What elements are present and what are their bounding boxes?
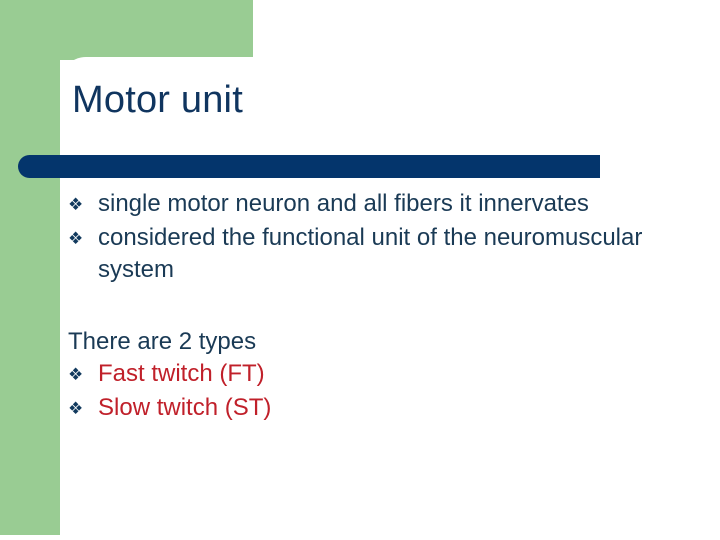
diamond-bullet-icon: ❖ (68, 195, 84, 214)
diamond-bullet-icon: ❖ (68, 399, 84, 418)
list-item: ❖ considered the functional unit of the … (68, 222, 668, 286)
bullet-group-definition: ❖ single motor neuron and all fibers it … (68, 188, 668, 286)
list-item-label: single motor neuron and all fibers it in… (98, 190, 589, 217)
list-item: ❖ Fast twitch (FT) (68, 358, 668, 392)
green-left-column-decoration (0, 58, 60, 535)
list-item: ❖ Slow twitch (ST) (68, 392, 668, 426)
green-top-band-decoration (0, 0, 253, 60)
slide-body: ❖ single motor neuron and all fibers it … (68, 188, 668, 426)
section-spacer (68, 286, 668, 326)
diamond-bullet-icon: ❖ (68, 229, 84, 248)
bullet-group-types: There are 2 types ❖ Fast twitch (FT) ❖ S… (68, 326, 668, 426)
types-heading: There are 2 types (68, 328, 257, 355)
diamond-bullet-icon: ❖ (68, 365, 84, 384)
title-divider-bar (18, 155, 600, 178)
page-title: Motor unit (72, 79, 243, 121)
list-item-label: considered the functional unit of the ne… (98, 224, 643, 283)
list-item-label: Slow twitch (ST) (98, 394, 272, 421)
list-item-label: Fast twitch (FT) (98, 360, 265, 387)
list-item: ❖ single motor neuron and all fibers it … (68, 188, 668, 222)
